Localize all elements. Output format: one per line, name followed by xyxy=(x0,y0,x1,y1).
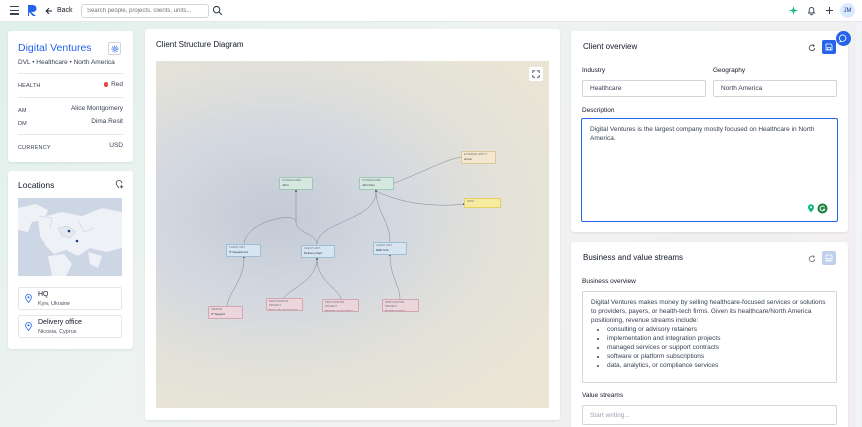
health-value: Red xyxy=(103,81,123,88)
map-graphic xyxy=(18,198,122,276)
ai-assist-icon[interactable] xyxy=(807,204,815,213)
menu-icon[interactable] xyxy=(10,6,19,15)
app-logo-icon[interactable] xyxy=(26,4,38,17)
location-address: Nicosia, Cyprus xyxy=(38,329,77,335)
health-label: HEALTH xyxy=(18,83,41,89)
geography-field[interactable]: North America xyxy=(713,80,837,97)
currency-label: CURRENCY xyxy=(18,145,51,151)
list-item: data, analytics, or compliance services xyxy=(607,361,828,370)
industry-field[interactable]: Healthcare xyxy=(582,80,706,97)
business-overview-textarea[interactable]: Digital Ventures makes money by selling … xyxy=(582,291,837,383)
health-status-text: Red xyxy=(111,81,123,88)
grammar-check-icon[interactable] xyxy=(817,203,828,214)
location-item-delivery-office[interactable]: Delivery office Nicosia, Cyprus xyxy=(18,315,122,338)
expand-icon xyxy=(532,70,540,78)
business-overview-label: Business overview xyxy=(582,278,636,285)
list-item: implementation and integration projects xyxy=(607,334,828,343)
list-item: managed services or support contracts xyxy=(607,343,828,352)
save-button[interactable] xyxy=(822,40,836,54)
gear-icon xyxy=(111,45,118,52)
status-dot-icon xyxy=(103,82,109,87)
am-label: AM xyxy=(18,108,27,114)
client-subtitle: DVL • Healthcare • North America xyxy=(18,59,115,66)
refresh-icon xyxy=(808,254,815,262)
add-location-icon[interactable] xyxy=(115,180,124,189)
list-item: consulting or advisory retainers xyxy=(607,325,828,334)
location-name: HQ xyxy=(38,291,49,298)
location-name: Delivery office xyxy=(38,319,82,326)
currency-value: USD xyxy=(109,142,123,149)
client-card: Digital Ventures DVL • Healthcare • Nort… xyxy=(8,31,133,162)
locations-title: Locations xyxy=(18,180,55,190)
locations-map[interactable] xyxy=(18,198,122,276)
divider xyxy=(18,73,123,74)
value-streams-label: Value streams xyxy=(582,392,624,399)
chat-icon xyxy=(839,34,847,43)
fullscreen-button[interactable] xyxy=(529,67,543,81)
back-button[interactable]: Back xyxy=(45,4,73,17)
divider xyxy=(18,134,123,135)
industry-label: Industry xyxy=(582,67,606,74)
am-value: Alice Montgomery xyxy=(70,105,123,112)
diagram-title: Client Structure Diagram xyxy=(156,40,244,49)
location-pin-icon xyxy=(25,294,32,303)
business-title: Business and value streams xyxy=(583,253,684,262)
sparkle-icon[interactable] xyxy=(788,5,799,16)
chat-button[interactable] xyxy=(836,31,851,46)
search-icon[interactable] xyxy=(212,5,223,16)
save-icon xyxy=(825,43,833,51)
save-icon xyxy=(825,254,833,262)
revenue-streams-list: consulting or advisory retainers impleme… xyxy=(591,325,828,370)
description-textarea[interactable]: Digital Ventures is the largest company … xyxy=(581,118,838,222)
geography-label: Geography xyxy=(713,67,746,74)
reset-button[interactable] xyxy=(805,252,818,265)
client-name: Digital Ventures xyxy=(18,42,92,54)
save-button[interactable] xyxy=(822,251,836,265)
reset-button[interactable] xyxy=(805,41,818,54)
page-scrollbar[interactable] xyxy=(856,22,861,427)
location-item-hq[interactable]: HQ Kyiv, Ukraine xyxy=(18,287,122,310)
search-input[interactable] xyxy=(81,4,209,18)
client-overview-panel: Client overview Industry Healthcare Geog… xyxy=(571,31,848,232)
location-address: Kyiv, Ukraine xyxy=(38,301,70,307)
list-item: software or platform subscriptions xyxy=(607,352,828,361)
diagram-node[interactable]: NOTE xyxy=(464,198,501,208)
client-overview-title: Client overview xyxy=(583,42,638,51)
diagram-edges xyxy=(226,156,465,307)
description-label: Description xyxy=(582,107,615,114)
value-streams-input[interactable]: Start writing... xyxy=(582,405,837,425)
diagram-card: Client Structure Diagram xyxy=(145,29,560,420)
business-panel: Business and value streams Business over… xyxy=(571,242,848,427)
map-marker-hq xyxy=(67,229,71,233)
dm-label: DM xyxy=(18,121,27,127)
map-marker-delivery xyxy=(75,239,79,243)
plus-icon[interactable] xyxy=(824,5,835,16)
arrow-left-icon xyxy=(45,7,52,14)
location-pin-icon xyxy=(25,322,32,331)
divider xyxy=(18,97,123,98)
avatar[interactable]: JM xyxy=(840,3,855,18)
locations-card: Locations HQ Kyiv, Ukraine De xyxy=(8,171,133,349)
top-bar: Back JM xyxy=(0,0,862,22)
business-overview-intro: Digital Ventures makes money by selling … xyxy=(591,299,826,324)
bell-icon[interactable] xyxy=(806,5,817,16)
dm-value: Dima Resit xyxy=(91,118,123,125)
back-label: Back xyxy=(57,7,73,14)
client-settings-button[interactable] xyxy=(108,42,121,55)
refresh-icon xyxy=(808,43,815,51)
